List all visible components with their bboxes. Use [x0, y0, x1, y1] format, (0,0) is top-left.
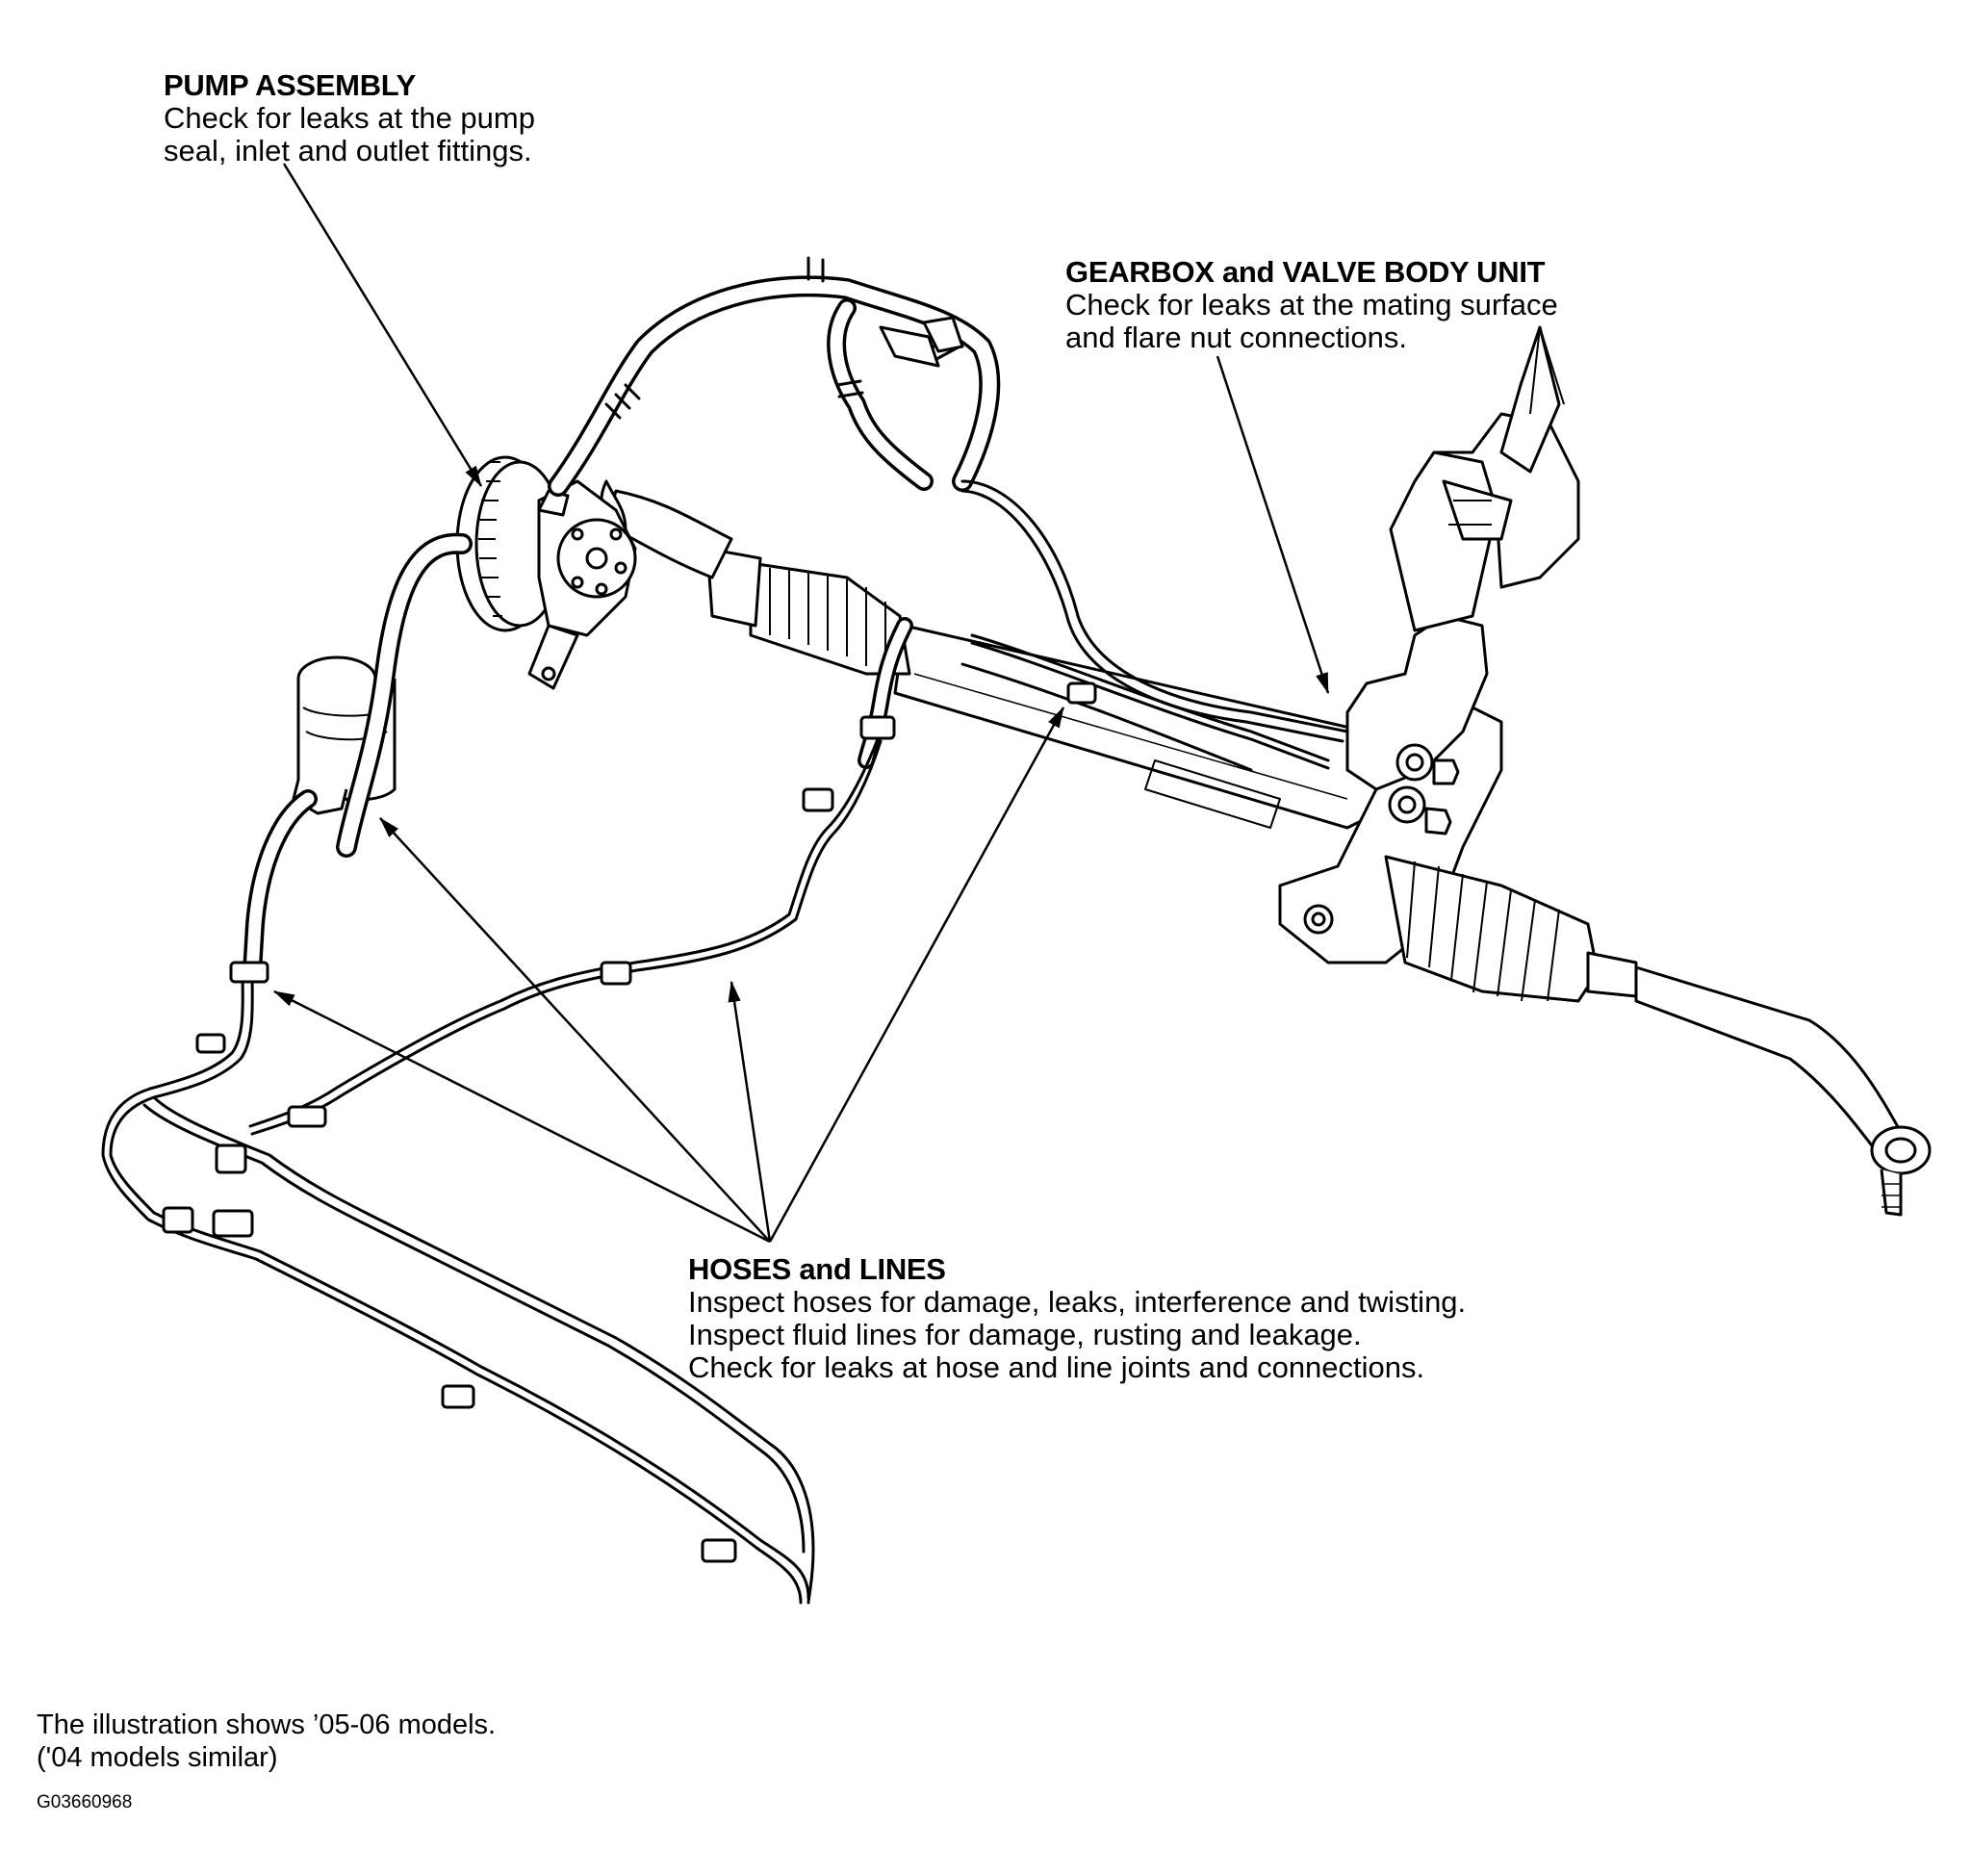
gearbox-leader-arrow: [1216, 355, 1330, 695]
footnote-line-2: ('04 models similar): [37, 1742, 278, 1773]
hose-leader-arrow-center: [728, 980, 772, 1243]
hose-leader-arrow-left: [273, 989, 771, 1244]
gearbox-rack: [600, 325, 1932, 1217]
pump-assembly-callout: PUMP ASSEMBLY Check for leaks at the pum…: [164, 69, 535, 167]
pump-assembly-line-1: Check for leaks at the pump: [164, 101, 535, 135]
line-clips: [162, 681, 1097, 1563]
pump-assembly: [455, 455, 637, 690]
gearbox-line-2: and flare nut connections.: [1065, 321, 1408, 354]
pump-leader-arrow: [282, 163, 483, 487]
pump-assembly-title: PUMP ASSEMBLY: [164, 68, 416, 102]
leader-arrows: [273, 163, 1330, 1244]
fluid-lines: [101, 479, 1349, 1605]
hoses-lines-title: HOSES and LINES: [688, 1252, 946, 1286]
hoses-lines-line-3: Check for leaks at hose and line joints …: [688, 1350, 1425, 1384]
hoses: [243, 256, 1001, 982]
hoses-lines-line-2: Inspect fluid lines for damage, rusting …: [688, 1318, 1362, 1351]
hose-leader-arrow-right: [768, 707, 1065, 1243]
gearbox-line-1: Check for leaks at the mating surface: [1065, 288, 1558, 321]
hose-leader-arrow-reservoir: [379, 817, 771, 1243]
gearbox-title: GEARBOX and VALVE BODY UNIT: [1065, 255, 1546, 289]
footnote-line-1: The illustration shows ’05-06 models.: [37, 1709, 497, 1740]
gearbox-callout: GEARBOX and VALVE BODY UNIT Check for le…: [1065, 256, 1558, 354]
pump-assembly-line-2: seal, inlet and outlet fittings.: [164, 134, 532, 167]
top-fittings: [879, 316, 964, 368]
hoses-lines-callout: HOSES and LINES Inspect hoses for damage…: [688, 1253, 1466, 1384]
figure-id: G03660968: [37, 1792, 133, 1812]
hoses-lines-line-1: Inspect hoses for damage, leaks, interfe…: [688, 1285, 1467, 1319]
